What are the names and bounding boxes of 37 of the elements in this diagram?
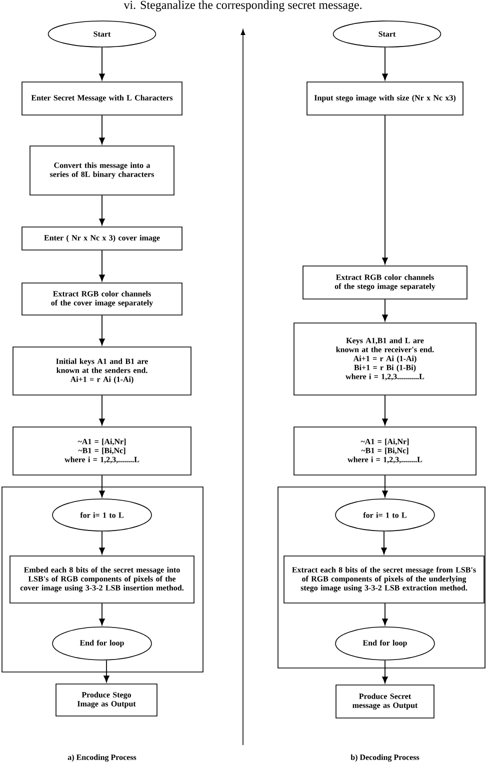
process-box: Keys A1,B1 and L are known at the receiver's end. Ai+1 = r Ai (1-Ai) Bi+1 = r Bi (1-Bi) where i = 1,2,3...........L bbox=[294, 322, 476, 396]
process-box: ~A1 = [Ai,Nr] ~B1 = [Bi,Nc] where i = 1,2,3,........L bbox=[12, 426, 192, 476]
figure-caption: b) Decoding Process bbox=[350, 754, 420, 762]
process-box: Convert this message into a series of 8L binary characters bbox=[30, 146, 174, 196]
arrow bbox=[99, 474, 105, 498]
arrow bbox=[381, 530, 387, 554]
process-box: Produce Secret message as Output bbox=[336, 684, 434, 718]
process-box: Input stego image with size (Nr x Nc x3) bbox=[306, 82, 464, 116]
process-box: Enter Secret Message with L Characters bbox=[22, 82, 182, 116]
process-box: Enter ( Nr x Nc x 3) cover image bbox=[22, 226, 182, 250]
arrow bbox=[99, 250, 105, 282]
process-box: Extract RGB color channels of the cover image separately bbox=[22, 282, 182, 316]
process-box: Extract RGB color channels of the stego image separately bbox=[302, 266, 468, 300]
process-box: Embed each 8 bits of the secret message into LSB's of RGB components of pixels of the cover image using 3-3-2 LSB insertion method. bbox=[10, 556, 194, 604]
process-box: ~A1 = [Ai,Nr] ~B1 = [Bi,Nc] where i = 1,2,3,........L bbox=[294, 426, 476, 476]
arrow bbox=[382, 298, 388, 322]
arrow bbox=[99, 602, 105, 626]
arrow bbox=[99, 314, 105, 346]
arrow bbox=[99, 394, 105, 426]
arrow bbox=[99, 194, 105, 226]
arrow bbox=[382, 394, 388, 426]
arrow bbox=[382, 474, 388, 498]
process-box: Produce Stego Image as Output bbox=[56, 684, 158, 716]
process-box: Initial keys A1 and B1 are known at the senders end. Ai+1 = r Ai (1-Ai) bbox=[12, 346, 192, 396]
process-box: Extract each 8 bits of the secret message from LSB's of RGB components of pixels of the underlying stego image using 3-3-2 LSB extraction method. bbox=[284, 556, 484, 604]
arrow bbox=[382, 114, 388, 264]
arrow bbox=[99, 46, 105, 80]
figure-caption: a) Encoding Process bbox=[68, 754, 136, 762]
heading: vi. Steganalize the corresponding secret message. bbox=[124, 0, 362, 12]
loop-frame bbox=[278, 486, 486, 668]
arrow bbox=[382, 602, 388, 626]
arrow bbox=[99, 530, 105, 554]
arrow bbox=[99, 114, 105, 144]
arrow bbox=[382, 660, 388, 684]
arrow bbox=[104, 660, 110, 682]
loop-frame bbox=[2, 486, 204, 672]
arrow bbox=[382, 46, 388, 80]
